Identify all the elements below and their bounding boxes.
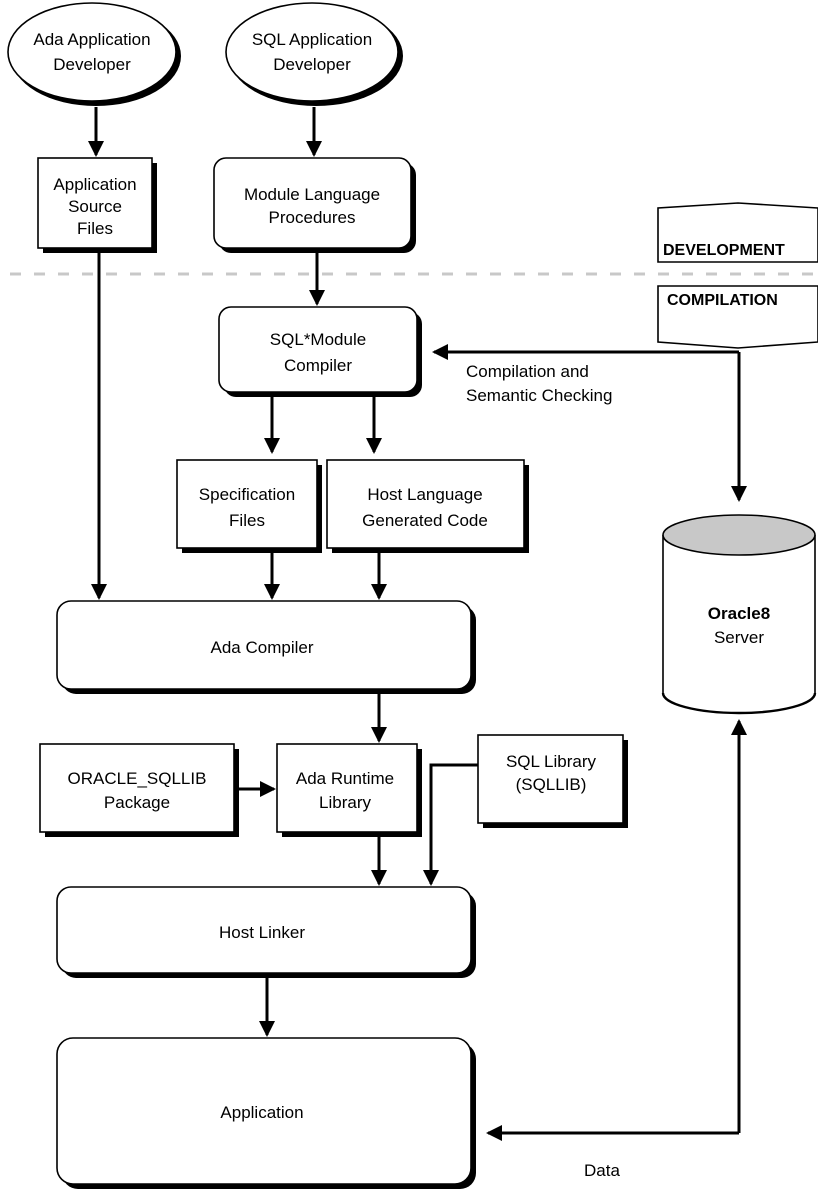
sql-library-line1: SQL Library [506,752,597,771]
ada-runtime-line2: Library [319,793,371,812]
data-label: Data [584,1161,620,1180]
app-source-line1: Application [53,175,136,194]
application-source-files-box: Application Source Files [37,157,157,253]
development-label: DEVELOPMENT [663,242,785,259]
arrow-sql-library-to-host-linker [423,763,478,886]
application-label: Application [220,1103,303,1122]
host-code-line1: Host Language [367,485,482,504]
ada-compiler-label: Ada Compiler [211,638,314,657]
ada-developer-actor: Ada Application Developer [7,2,181,106]
compilation-label: COMPILATION [667,292,778,309]
development-phase-tag: DEVELOPMENT [657,202,818,263]
host-language-code-box: Host Language Generated Code [326,459,529,553]
module-procedures-line1: Module Language [244,185,380,204]
module-procedures-line2: Procedures [269,208,356,227]
module-language-procedures-box: Module Language Procedures [213,157,416,253]
sql-developer-line1: SQL Application [252,30,372,49]
oracle-sqllib-line2: Package [104,793,170,812]
oracle8-server-database: Oracle8 Server [661,514,817,715]
host-linker-label: Host Linker [219,923,305,942]
compilation-phase-tag: COMPILATION [657,285,818,349]
ada-runtime-line1: Ada Runtime [296,769,394,788]
ada-compiler-box: Ada Compiler [56,600,476,694]
app-source-line2: Source [68,197,122,216]
compilation-checking-line1: Compilation and [466,362,589,381]
sqlmodule-compiler-line1: SQL*Module [270,330,366,349]
ada-runtime-library-box: Ada Runtime Library [276,743,422,837]
ada-developer-line1: Ada Application [33,30,150,49]
ada-developer-line2: Developer [53,55,131,74]
oracle-sqllib-line1: ORACLE_SQLLIB [68,769,207,788]
spec-files-line2: Files [229,511,265,530]
oracle-sqllib-package-box: ORACLE_SQLLIB Package [39,743,239,837]
spec-files-line1: Specification [199,485,295,504]
sqlmodule-compiler-line2: Compiler [284,356,352,375]
sql-library-box: SQL Library (SQLLIB) [477,734,628,828]
server-top-ellipse [662,514,816,556]
specification-files-box: Specification Files [176,459,322,553]
app-source-line3: Files [77,219,113,238]
sql-library-line2: (SQLLIB) [516,775,587,794]
host-code-line2: Generated Code [362,511,488,530]
sql-developer-line2: Developer [273,55,351,74]
sql-developer-actor: SQL Application Developer [225,2,403,106]
server-name: Oracle8 [708,604,770,623]
application-box: Application [56,1037,476,1189]
host-linker-box: Host Linker [56,886,476,978]
server-label: Server [714,628,764,647]
sqlmodule-compiler-box: SQL*Module Compiler [218,306,422,397]
compilation-checking-line2: Semantic Checking [466,386,612,405]
